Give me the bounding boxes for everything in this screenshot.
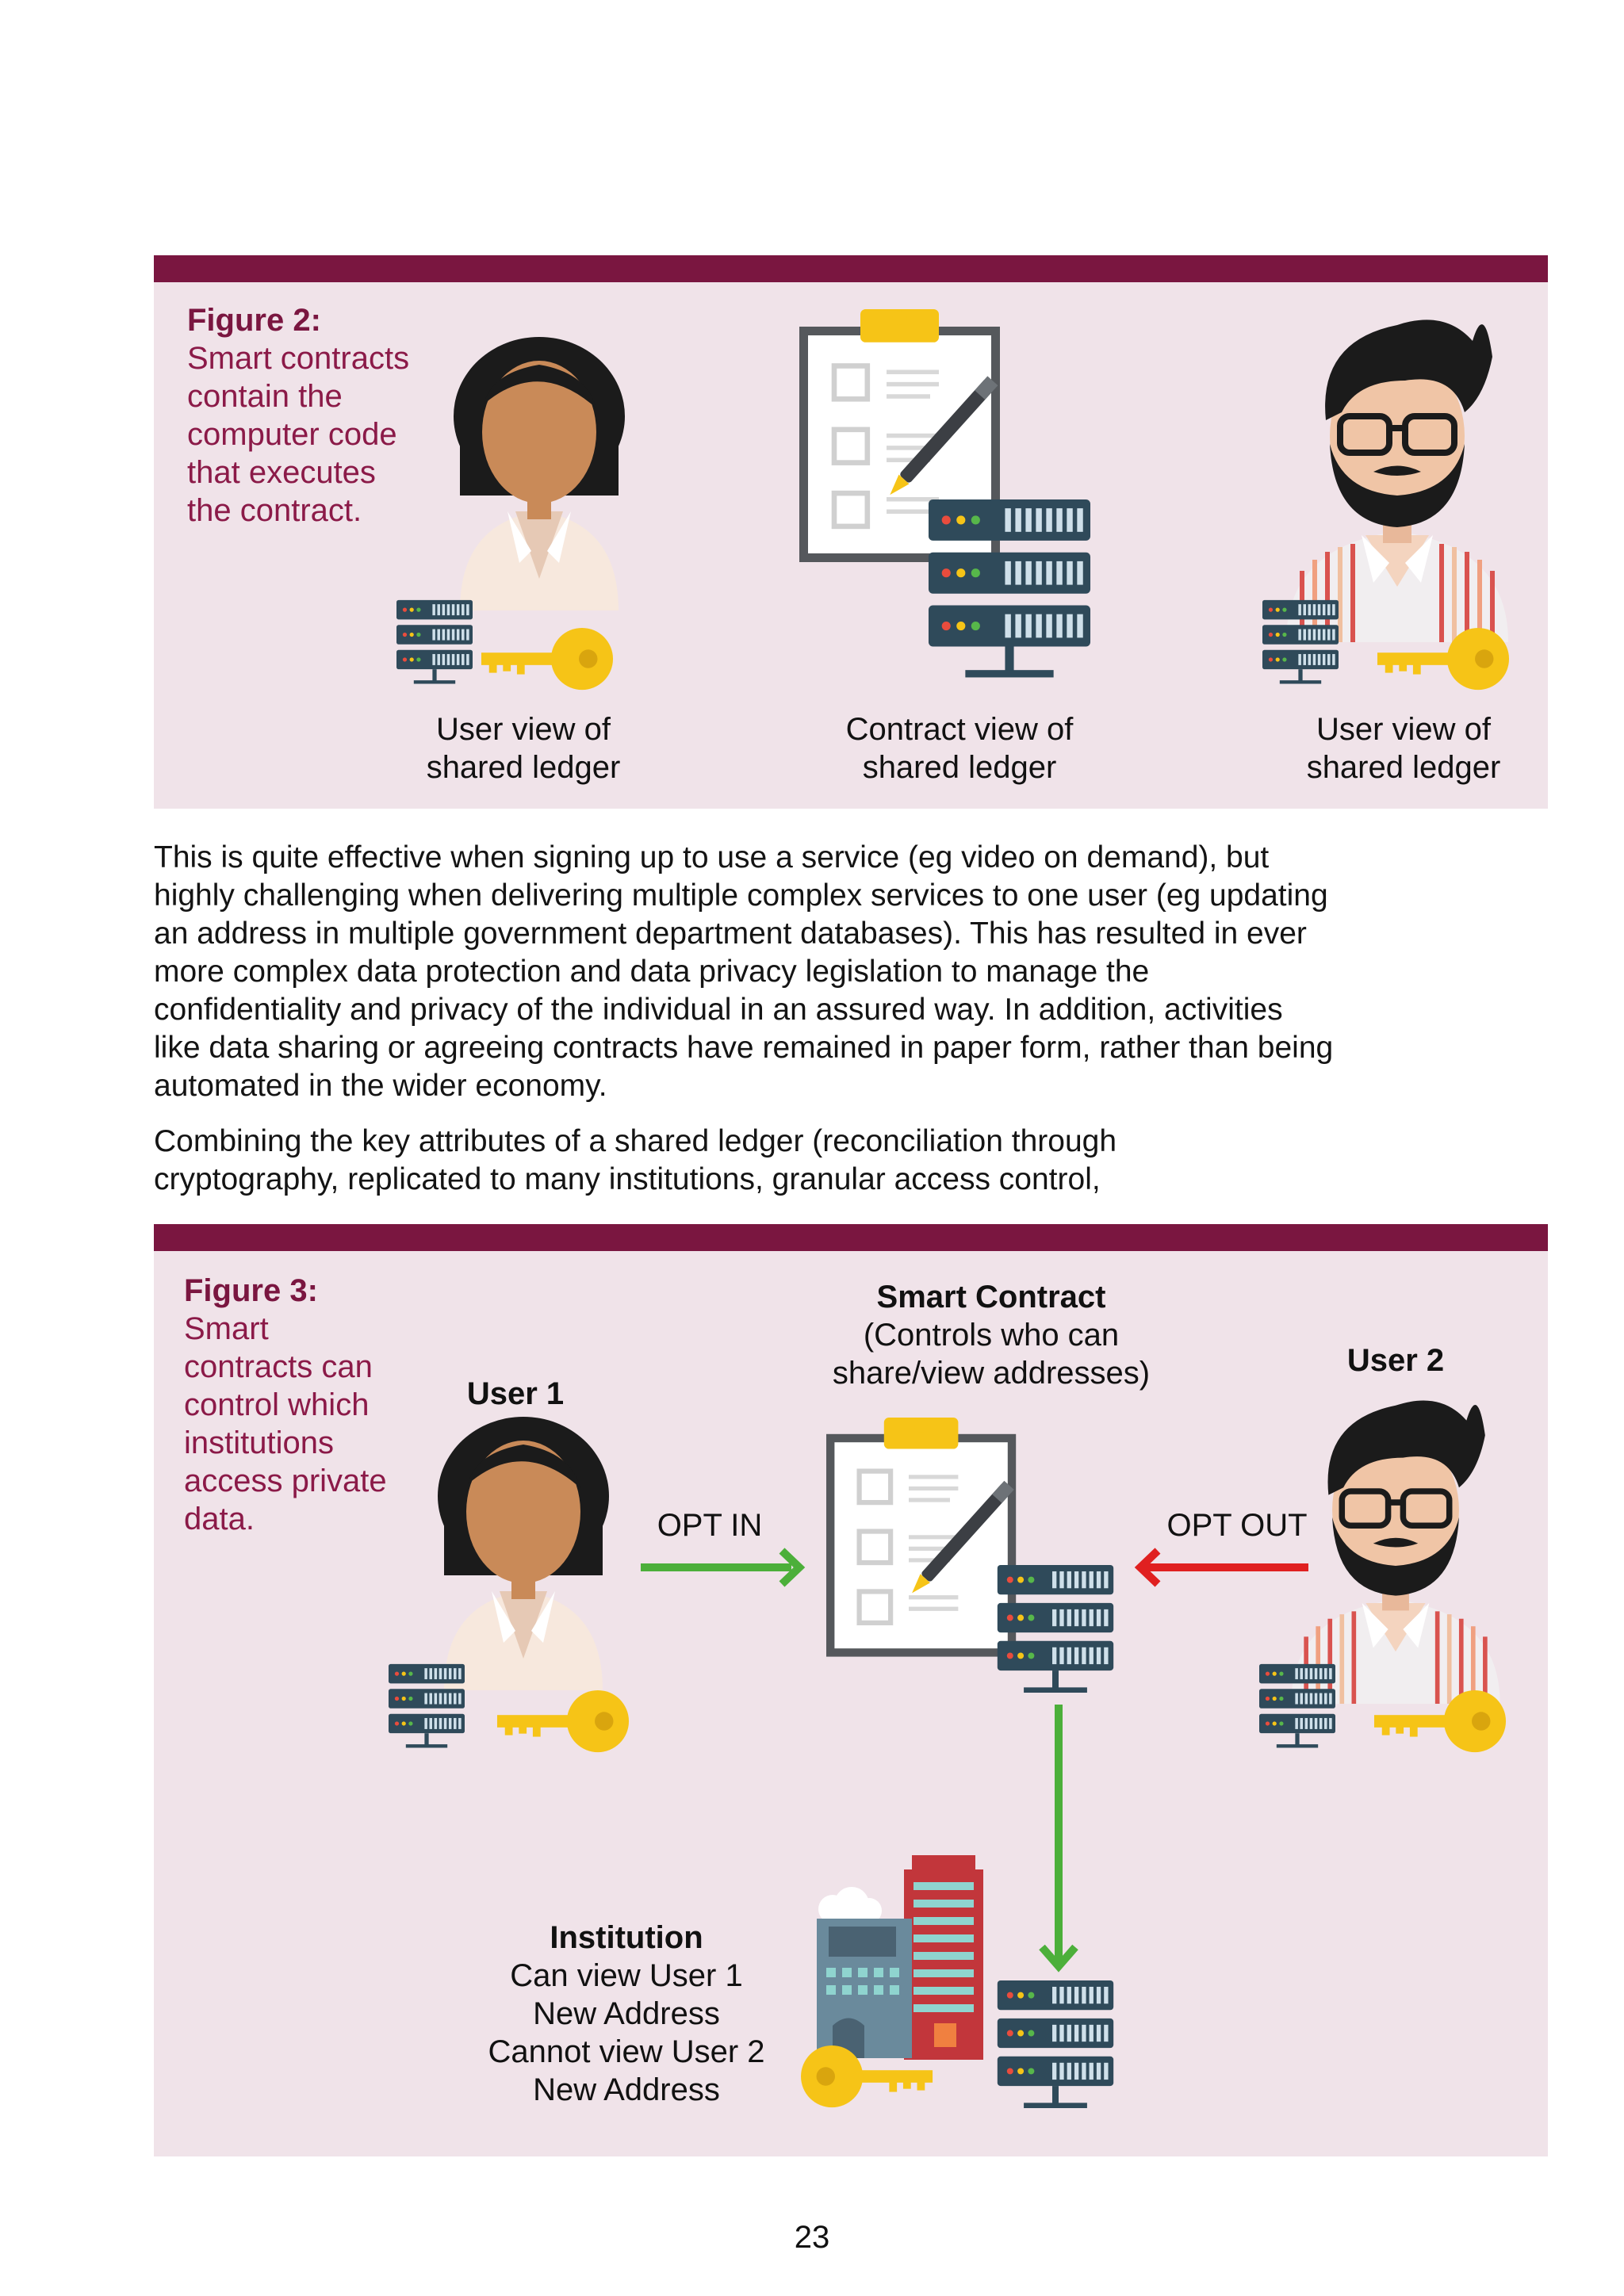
smart-contract-heading: Smart Contract (Controls who can share/v… <box>801 1278 1182 1392</box>
opt-in-label: OPT IN <box>634 1506 785 1544</box>
institution-desc: Can view User 1 New Address Cannot view … <box>460 1957 793 2109</box>
figure3-header-bar <box>154 1224 1548 1251</box>
server-rack-icon <box>396 599 473 687</box>
server-rack-icon <box>389 1663 465 1751</box>
label-user-view-right: User view of shared ledger <box>1261 710 1546 786</box>
figure2-title: Figure 2: <box>187 301 457 339</box>
woman-avatar-icon <box>428 341 650 610</box>
user1-label: User 1 <box>436 1375 595 1413</box>
server-rack-icon <box>1262 599 1339 687</box>
label-contract-view: Contract view of shared ledger <box>801 710 1118 786</box>
man-avatar-icon <box>1262 309 1532 642</box>
figure2-caption-text: Smart contracts contain the computer cod… <box>187 339 457 530</box>
page-number: 23 <box>0 2220 1624 2256</box>
clipboard-contract-icon <box>826 1418 1025 1655</box>
body-paragraph-1: This is quite effective when signing up … <box>154 839 1335 1105</box>
server-rack-icon <box>996 1980 1115 2111</box>
smart-contract-desc: (Controls who can share/view addresses) <box>801 1316 1182 1392</box>
institution-label: Institution Can view User 1 New Address … <box>460 1919 793 2109</box>
server-rack-icon <box>926 499 1093 682</box>
user2-label: User 2 <box>1316 1341 1475 1380</box>
key-icon <box>476 626 619 693</box>
arrow-down-icon <box>1039 1705 1078 1974</box>
figure3-caption-text: Smart contracts can control which instit… <box>184 1310 422 1538</box>
figure3-title: Figure 3: <box>184 1272 422 1310</box>
institution-title: Institution <box>460 1919 793 1957</box>
server-rack-icon <box>1259 1663 1335 1751</box>
key-icon <box>492 1689 634 1755</box>
key-icon <box>1369 1689 1511 1755</box>
woman-avatar-icon <box>412 1421 634 1690</box>
figure2-caption: Figure 2: Smart contracts contain the co… <box>187 301 457 530</box>
arrow-right-icon <box>641 1548 815 1587</box>
smart-contract-title: Smart Contract <box>801 1278 1182 1316</box>
body-paragraph-2: Combining the key attributes of a shared… <box>154 1123 1208 1199</box>
body-text: This is quite effective when signing up … <box>154 839 1391 1199</box>
key-icon <box>1372 626 1515 693</box>
server-rack-icon <box>996 1565 1115 1696</box>
man-avatar-icon <box>1269 1391 1522 1704</box>
label-user-view-left: User view of shared ledger <box>381 710 666 786</box>
key-icon <box>793 2044 944 2110</box>
figure2-header-bar <box>154 255 1548 282</box>
figure3-caption: Figure 3: Smart contracts can control wh… <box>184 1272 422 1538</box>
